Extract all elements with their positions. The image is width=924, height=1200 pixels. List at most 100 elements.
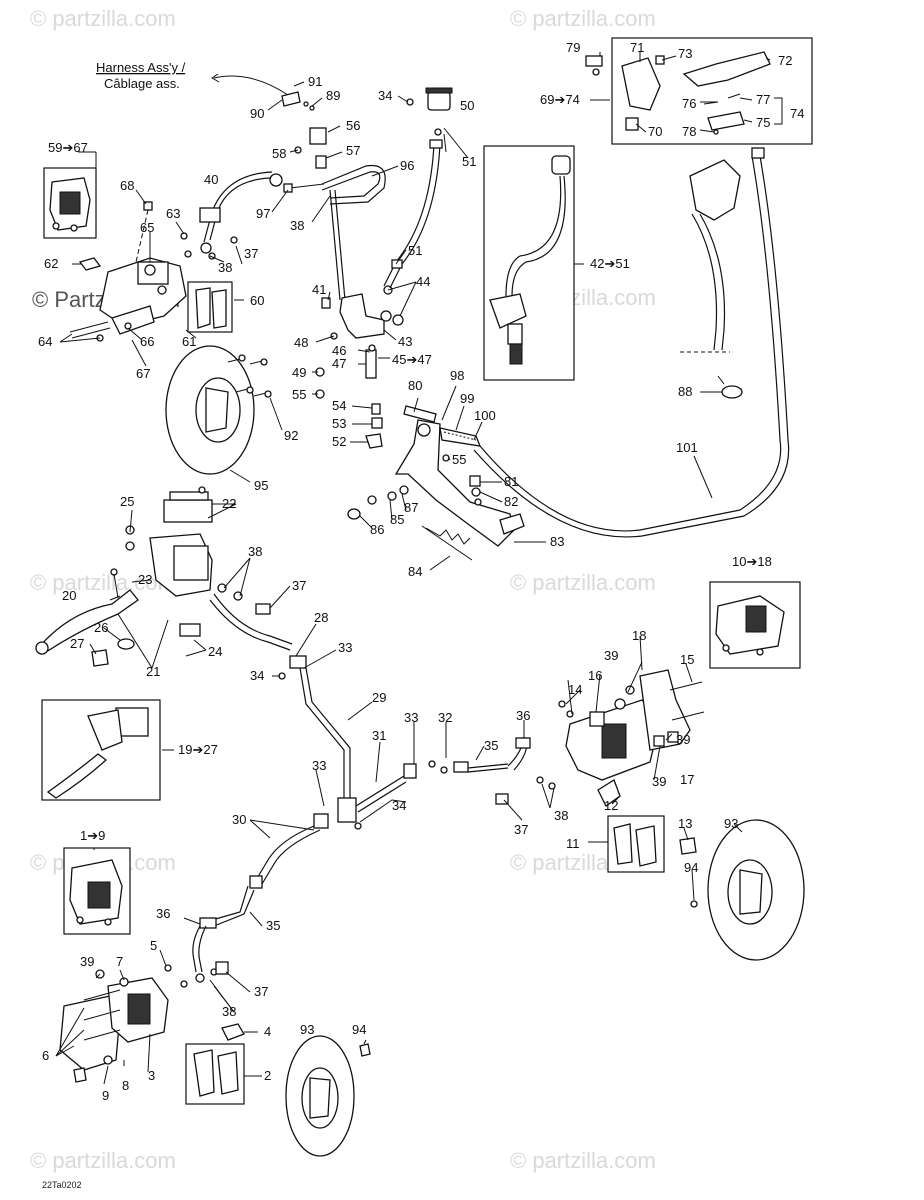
callout-2: 2 (264, 1068, 271, 1083)
master-cylinder-inset-42-51 (483, 145, 575, 381)
master-cylinder-inset-19-27 (41, 699, 161, 801)
callout-89: 89 (326, 88, 340, 103)
hand-master-cylinder-group (35, 486, 293, 667)
watermark: © partzilla.com (30, 1148, 176, 1173)
callout-42-51: 42➔51 (590, 256, 630, 271)
callout-72: 72 (778, 53, 792, 68)
callout-67: 67 (136, 366, 150, 381)
junction-block-group (315, 285, 404, 449)
callout-98: 98 (450, 368, 464, 383)
callout-96: 96 (400, 158, 414, 173)
callout-18: 18 (632, 628, 646, 643)
callout-92: 92 (284, 428, 298, 443)
callout-68: 68 (120, 178, 134, 193)
callout-16: 16 (588, 668, 602, 683)
callout-21: 21 (146, 664, 160, 679)
callout-28: 28 (314, 610, 328, 625)
callout-33: 33 (338, 640, 352, 655)
callout-66: 66 (140, 334, 154, 349)
callout-94: 94 (684, 860, 698, 875)
callout-79: 79 (566, 40, 580, 55)
callout-62: 62 (44, 256, 58, 271)
callout-39: 39 (604, 648, 618, 663)
callout-55b: 55 (452, 452, 466, 467)
callout-8: 8 (122, 1078, 129, 1093)
callout-51: 51 (462, 154, 476, 169)
callout-88: 88 (678, 384, 692, 399)
reservoir-group (383, 87, 453, 289)
callout-23: 23 (138, 572, 152, 587)
callout-33c: 33 (312, 758, 326, 773)
callout-6: 6 (42, 1048, 49, 1063)
callout-37d: 37 (254, 984, 268, 999)
center-hose-tee-group (180, 655, 556, 988)
right-caliper-group (558, 581, 805, 961)
callout-82: 82 (504, 494, 518, 509)
callout-95: 95 (254, 478, 268, 493)
callout-50: 50 (460, 98, 474, 113)
callout-97: 97 (256, 206, 270, 221)
callout-7: 7 (116, 954, 123, 969)
callout-9: 9 (102, 1088, 109, 1103)
callout-73: 73 (678, 46, 692, 61)
callout-36b: 36 (156, 906, 170, 921)
callout-94b: 94 (352, 1022, 366, 1037)
callout-99: 99 (460, 391, 474, 406)
callout-10-18: 10➔18 (732, 554, 772, 569)
callout-46: 46 (332, 343, 346, 358)
callout-71: 71 (630, 40, 644, 55)
part-labels: 91 90 89 56 58 57 96 40 97 38 34 50 51 5… (38, 40, 804, 1190)
callout-65: 65 (140, 220, 154, 235)
callout-56: 56 (346, 118, 360, 133)
callout-38c: 38 (248, 544, 262, 559)
callout-4: 4 (264, 1024, 271, 1039)
callout-52: 52 (332, 434, 346, 449)
callout-26: 26 (94, 620, 108, 635)
callout-37: 37 (244, 246, 258, 261)
callout-11: 11 (566, 836, 580, 851)
callout-35: 35 (484, 738, 498, 753)
callout-38e: 38 (222, 1004, 236, 1019)
callout-51b: 51 (408, 243, 422, 258)
handle-cable-group (473, 147, 790, 538)
callout-100: 100 (474, 408, 496, 423)
callout-36: 36 (516, 708, 530, 723)
callout-59-67: 59➔67 (48, 140, 88, 155)
callout-40: 40 (204, 172, 218, 187)
callout-27: 27 (70, 636, 84, 651)
brake-pedal-group (347, 405, 525, 561)
callout-70: 70 (648, 124, 662, 139)
callout-30: 30 (232, 812, 246, 827)
callout-38b: 38 (218, 260, 232, 275)
callout-53: 53 (332, 416, 346, 431)
callout-15: 15 (680, 652, 694, 667)
callout-13: 13 (678, 816, 692, 831)
callout-58: 58 (272, 146, 286, 161)
callout-41: 41 (312, 282, 326, 297)
callout-45-47: 45➔47 (392, 352, 432, 367)
callout-37b: 37 (292, 578, 306, 593)
callout-25: 25 (120, 494, 134, 509)
callout-61: 61 (182, 334, 196, 349)
callout-91: 91 (308, 74, 322, 89)
callout-57: 57 (346, 143, 360, 158)
callout-3: 3 (148, 1068, 155, 1083)
callout-38: 38 (290, 218, 304, 233)
callout-93: 93 (724, 816, 738, 831)
callout-76: 76 (682, 96, 696, 111)
callout-12: 12 (604, 798, 618, 813)
drawing-code: 22Ta0202 (42, 1180, 82, 1190)
callout-34b: 34 (250, 668, 264, 683)
callout-1-9: 1➔9 (80, 828, 105, 843)
callout-93b: 93 (300, 1022, 314, 1037)
watermark: © partzilla.com (30, 6, 176, 31)
callout-39d: 39 (80, 954, 94, 969)
harness-label: Harness Ass'y / Câblage ass. (96, 60, 289, 96)
callout-83: 83 (550, 534, 564, 549)
callout-5: 5 (150, 938, 157, 953)
callout-22: 22 (222, 496, 236, 511)
watermark: © partzilla.com (30, 570, 176, 595)
callout-29: 29 (372, 690, 386, 705)
callout-43: 43 (398, 334, 412, 349)
